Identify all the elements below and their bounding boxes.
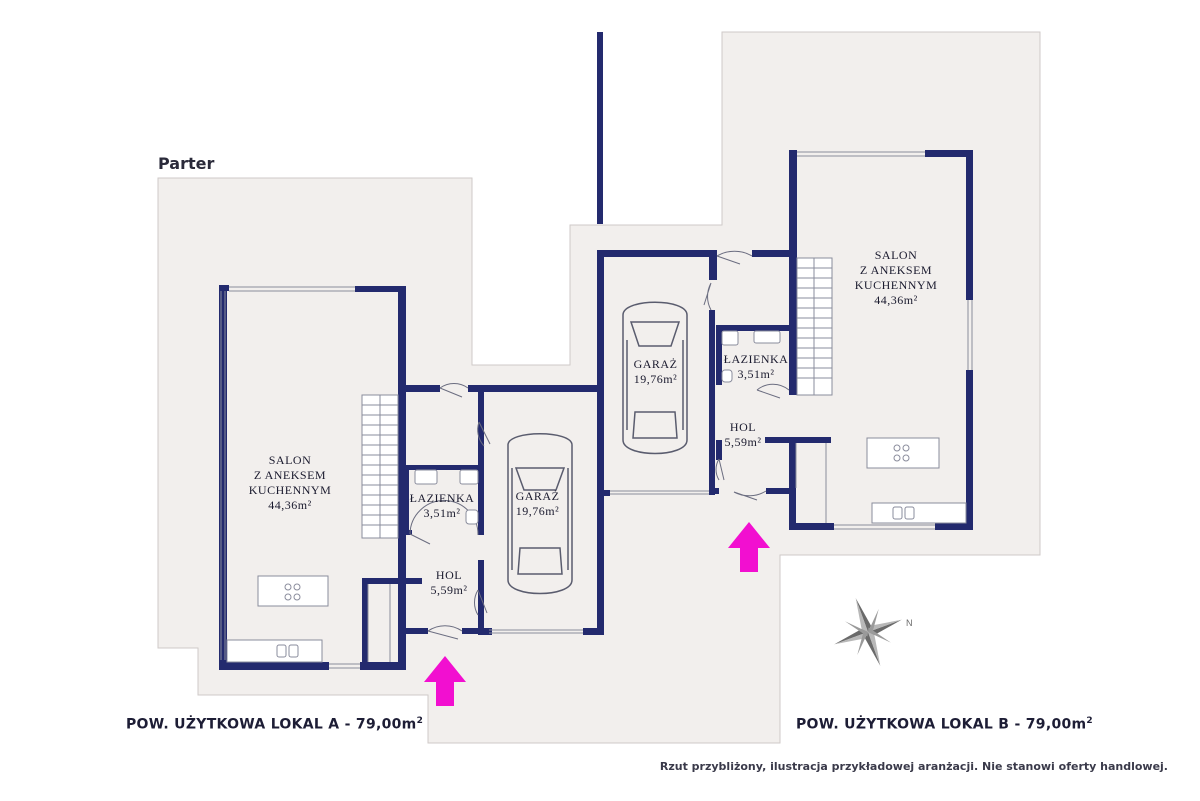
entrance-arrow-icon (424, 656, 466, 706)
room-name-line: SALON (268, 453, 312, 467)
sink-icon (414, 330, 781, 525)
closets (367, 443, 827, 662)
total-area-unit-b: POW. UŻYTKOWA LOKAL B - 79,00m2 (796, 716, 1093, 733)
room-name: GARAŻ (633, 357, 678, 371)
room-area: 44,36m² (268, 498, 312, 512)
room-area: 3,51m² (737, 367, 775, 381)
room-label-garage-a: GARAŻ 19,76m² (500, 489, 575, 519)
walls-unit-b (597, 150, 973, 530)
room-name-line: SALON (874, 248, 918, 262)
staircase-icon (796, 257, 833, 396)
room-area: 44,36m² (874, 293, 918, 307)
total-area-unit-sup: 2 (1086, 716, 1093, 726)
floor-label: Parter (158, 154, 215, 173)
room-label-living-b: SALON Z ANEKSEM KUCHENNYM 44,36m² (836, 248, 956, 308)
room-name-line: KUCHENNYM (854, 278, 938, 292)
compass-letter: N (906, 618, 913, 628)
divider-wall (597, 32, 603, 224)
kitchen-unit-b (866, 437, 967, 524)
kitchen-unit-a (226, 575, 329, 663)
car-icon (622, 301, 688, 455)
room-area: 19,76m² (515, 504, 560, 518)
total-area-unit-a: POW. UŻYTKOWA LOKAL A - 79,00m2 (126, 716, 423, 733)
room-area: 19,76m² (633, 372, 678, 386)
room-area: 5,59m² (724, 435, 762, 449)
room-name-line: KUCHENNYM (248, 483, 332, 497)
room-area: 5,59m² (430, 583, 468, 597)
room-name: HOL (435, 568, 463, 582)
room-name: HOL (729, 420, 757, 434)
room-name: GARAŻ (515, 489, 560, 503)
room-name-line: Z ANEKSEM (859, 263, 933, 277)
total-area-unit-sup: 2 (416, 716, 424, 726)
staircase-icon (361, 394, 399, 539)
windows (220, 151, 973, 669)
room-label-bath-b: ŁAZIENKA 3,51m² (718, 352, 794, 382)
disclaimer: Rzut przybliżony, ilustracja przykładowe… (659, 760, 1168, 773)
compass-rose-icon (834, 598, 902, 666)
total-area-text: POW. UŻYTKOWA LOKAL B - 79,00m (796, 716, 1087, 733)
doors (409, 250, 790, 640)
car-icon (507, 433, 573, 595)
room-label-living-a: SALON Z ANEKSEM KUCHENNYM 44,36m² (230, 453, 350, 513)
room-label-hall-a: HOL 5,59m² (418, 568, 480, 598)
room-area: 3,51m² (423, 506, 461, 520)
room-name-line: Z ANEKSEM (253, 468, 327, 482)
total-area-text: POW. UŻYTKOWA LOKAL A - 79,00m (126, 716, 417, 733)
room-name: ŁAZIENKA (409, 491, 475, 505)
room-label-garage-b: GARAŻ 19,76m² (618, 357, 693, 387)
room-name: ŁAZIENKA (723, 352, 789, 366)
entrance-arrow-icon (728, 522, 770, 572)
room-label-bath-a: ŁAZIENKA 3,51m² (404, 491, 480, 521)
room-label-hall-b: HOL 5,59m² (712, 420, 774, 450)
